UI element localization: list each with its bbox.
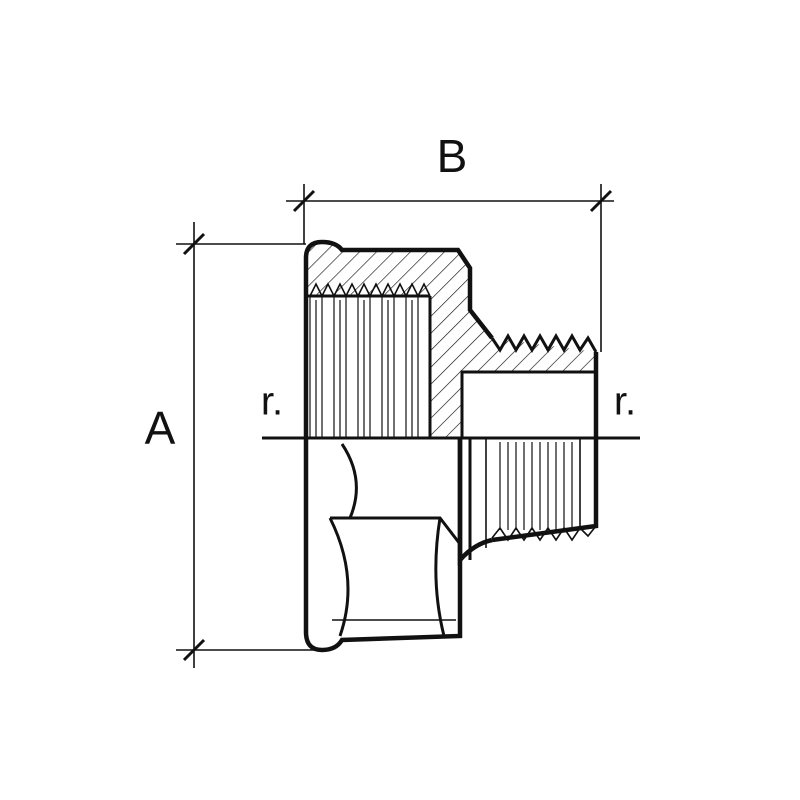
- dimension-b-label: B: [437, 130, 468, 182]
- dimension-a: [176, 222, 318, 668]
- thread-label-right: r.: [614, 380, 636, 424]
- dimension-a-label: A: [145, 402, 176, 454]
- internal-thread: [309, 282, 431, 438]
- external-thread-upper: [490, 332, 598, 354]
- external-thread-lower: [491, 442, 597, 542]
- exterior-view-lower-half: [303, 438, 599, 653]
- thread-label-left: r.: [261, 380, 283, 424]
- dimension-b: [286, 184, 614, 352]
- section-view-upper-half: [303, 239, 599, 440]
- spigot-bore: [460, 370, 598, 440]
